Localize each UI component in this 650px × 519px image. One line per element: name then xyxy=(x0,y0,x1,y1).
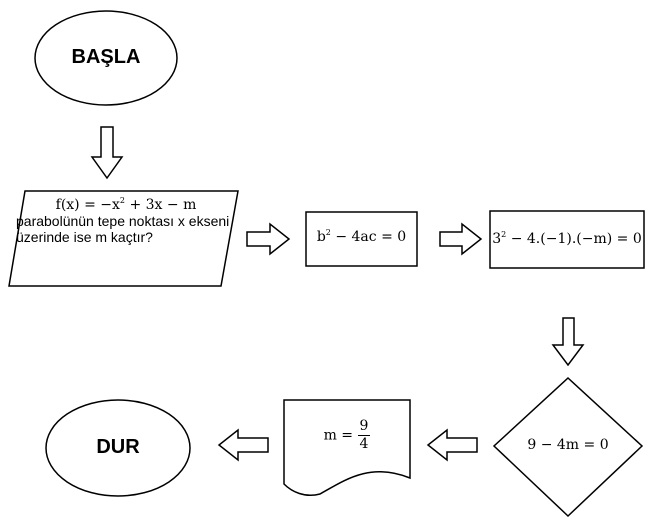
discriminant-base: b xyxy=(316,229,326,245)
substitution-label: 32 − 4.(−1).(−m) = 0 xyxy=(490,230,644,248)
arrow-left-icon xyxy=(217,428,269,462)
start-label: BAŞLA xyxy=(71,46,141,68)
end-node-shape xyxy=(45,399,191,497)
result-node-shape xyxy=(283,399,411,496)
substitution-base: 3 xyxy=(492,231,502,247)
result-lhs: m = xyxy=(323,427,354,444)
question-equation: f(x) = −x2 + 3x − m xyxy=(18,196,234,214)
start-node-shape xyxy=(34,10,178,106)
equation-rest: + 3x − m xyxy=(125,197,197,213)
discriminant-rest: − 4ac = 0 xyxy=(330,229,407,245)
decision-node-shape xyxy=(492,376,644,518)
discriminant-node-shape xyxy=(305,211,418,267)
arrow-right-icon xyxy=(246,222,291,256)
result-numerator: 9 xyxy=(357,418,371,436)
discriminant-exponent: 2 xyxy=(325,228,331,237)
question-text: parabolünün tepe noktası x ekseni üzerin… xyxy=(16,213,230,245)
discriminant-label: b2 − 4ac = 0 xyxy=(306,228,417,246)
equation-func: f(x) = −x xyxy=(55,197,120,213)
question-node-shape xyxy=(8,190,239,287)
decision-label: 9 − 4m = 0 xyxy=(527,437,609,453)
arrow-left-icon xyxy=(426,428,478,462)
question-node: f(x) = −x2 + 3x − m parabolünün tepe nok… xyxy=(12,196,234,246)
end-label: DUR xyxy=(96,436,140,458)
arrow-down-icon xyxy=(551,317,585,367)
substitution-node-shape xyxy=(489,210,645,269)
result-denominator: 4 xyxy=(359,436,369,452)
arrow-right-icon xyxy=(439,222,483,256)
substitution-exponent: 2 xyxy=(501,230,507,239)
arrow-down-icon xyxy=(90,126,124,180)
substitution-rest: − 4.(−1).(−m) = 0 xyxy=(506,231,642,247)
equation-exponent: 2 xyxy=(119,196,125,205)
